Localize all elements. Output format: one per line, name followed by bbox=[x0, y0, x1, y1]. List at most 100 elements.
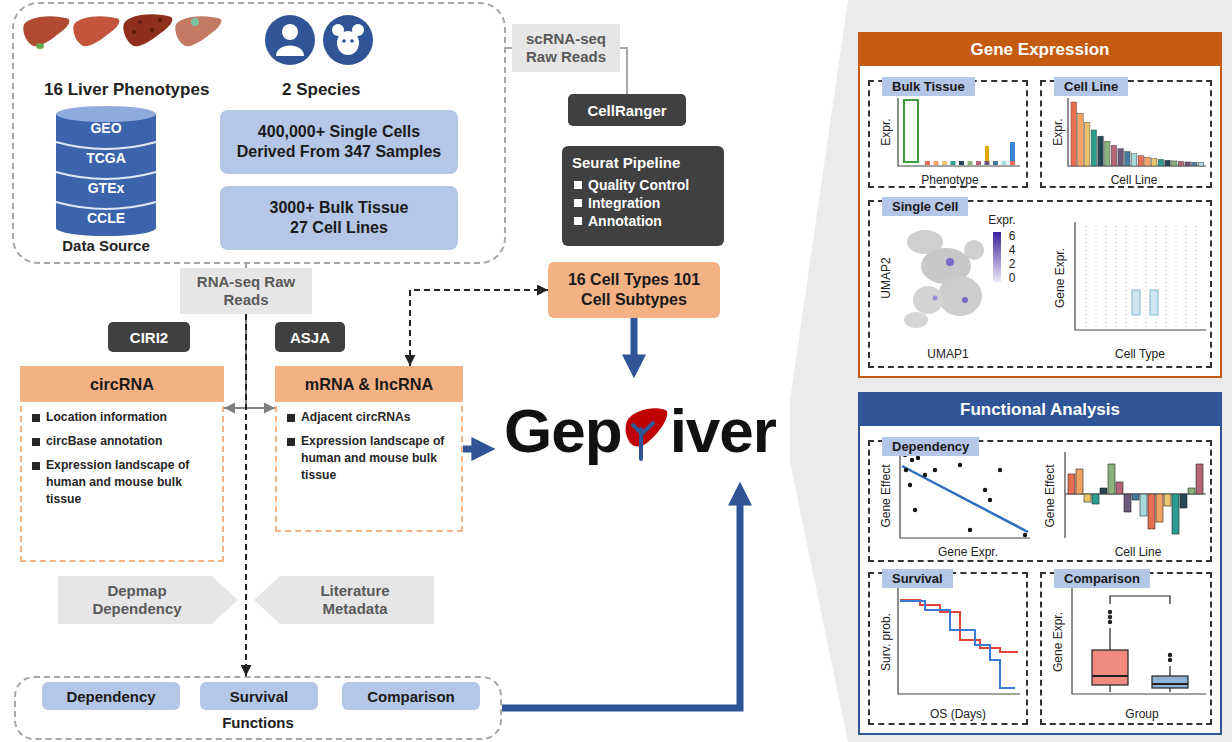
stat-box: 3000+ Bulk Tissue 27 Cell Lines bbox=[220, 186, 458, 250]
mouse-icon bbox=[323, 15, 373, 65]
side-band bbox=[790, 0, 1232, 742]
mini-box bbox=[968, 161, 973, 165]
bar bbox=[1111, 145, 1117, 166]
shape-circle bbox=[946, 258, 954, 266]
label-text: Dependency bbox=[66, 688, 155, 705]
shape-path bbox=[900, 452, 1030, 538]
bullet-item: circBase annotation bbox=[30, 433, 214, 450]
feature-panel: Gene ExpressionBulk TissueExpr.Phenotype… bbox=[858, 32, 1222, 378]
bar bbox=[1196, 464, 1203, 494]
feature-panel: Functional AnalysisDependencyGene Effect… bbox=[858, 392, 1222, 735]
axis-label: 0 bbox=[1009, 271, 1016, 285]
axis-title: Expr. bbox=[879, 118, 893, 145]
panel-ground bbox=[858, 32, 1222, 378]
input-arrow: Depmap Dependency bbox=[58, 576, 238, 624]
shape-circle bbox=[150, 28, 154, 32]
axis-title: UMAP2 bbox=[879, 257, 893, 298]
tool-box: CIRI2 bbox=[108, 322, 190, 352]
shape-circle bbox=[1108, 620, 1111, 623]
shape-line bbox=[902, 466, 1028, 532]
dependency-bars bbox=[1068, 464, 1203, 534]
bar bbox=[1076, 469, 1083, 494]
guide-line bbox=[1186, 226, 1187, 329]
bar bbox=[1178, 161, 1184, 166]
label-text: 400,000+ Single Cells Derived From 347 S… bbox=[230, 122, 448, 162]
shape-use bbox=[175, 16, 221, 46]
dot bbox=[933, 468, 937, 472]
shape-use bbox=[73, 16, 119, 46]
shape-path bbox=[900, 601, 1015, 688]
region-title: Functions bbox=[16, 714, 500, 731]
bar bbox=[1132, 494, 1139, 500]
label-text: CellRanger bbox=[587, 102, 666, 119]
dot bbox=[908, 483, 912, 487]
function-box: Comparison bbox=[342, 682, 480, 710]
bar bbox=[1164, 494, 1171, 506]
label-text: CIRI2 bbox=[130, 329, 168, 346]
cellline-chart bbox=[1068, 98, 1206, 166]
dot bbox=[998, 468, 1002, 472]
mini-box bbox=[959, 161, 964, 165]
mini-box bbox=[993, 161, 998, 165]
panel-ground bbox=[858, 392, 1222, 735]
shape-path bbox=[900, 600, 1018, 652]
chart-panel: ComparisonGene Expr.Group bbox=[1040, 572, 1212, 725]
database-name: CCLE bbox=[46, 210, 166, 226]
pipeline-box: Seurat PipelineQuality ControlIntegratio… bbox=[562, 146, 724, 246]
shape-circle bbox=[158, 18, 162, 22]
shape-path bbox=[1064, 452, 1065, 538]
mini-box bbox=[925, 161, 930, 165]
bar bbox=[1105, 141, 1111, 166]
label-text: scRNA-seq Raw Reads bbox=[520, 30, 612, 66]
shape-rect bbox=[1010, 142, 1015, 164]
axis-label: 4 bbox=[1009, 243, 1016, 257]
dot bbox=[904, 468, 908, 472]
shape-rect bbox=[1132, 290, 1140, 315]
shape-g bbox=[224, 48, 740, 708]
shape-rect bbox=[1092, 650, 1128, 685]
bar bbox=[1165, 160, 1171, 166]
label-text: ASJA bbox=[290, 329, 330, 346]
shape-polygon bbox=[58, 576, 238, 624]
bullet-item: Adjacent circRNAs bbox=[285, 409, 453, 426]
shape-ellipse bbox=[913, 286, 943, 314]
data-section: circRNALocation informationcircBase anno… bbox=[20, 366, 224, 562]
panel-title: Gene Expression bbox=[860, 34, 1220, 66]
connector bbox=[224, 314, 246, 408]
mini-box bbox=[985, 161, 990, 165]
bullet-item: Expression landscape of human and mouse … bbox=[285, 433, 453, 484]
axis-label: Cell Type bbox=[1115, 347, 1165, 361]
bar bbox=[1138, 156, 1144, 166]
database-name: GTEx bbox=[46, 180, 166, 196]
mini-box bbox=[951, 161, 956, 165]
function-box: Dependency bbox=[42, 682, 180, 710]
liver-logo-icon bbox=[623, 399, 669, 461]
guide-line bbox=[1176, 226, 1177, 329]
flow-arrow bbox=[463, 446, 481, 453]
shape-use bbox=[123, 14, 172, 46]
shape-circle bbox=[342, 39, 346, 43]
liver-icons bbox=[23, 14, 221, 49]
source-region: 16 Liver Phenotypes2 SpeciesGEOTCGAGTExC… bbox=[12, 2, 506, 264]
shape-circle bbox=[1108, 615, 1111, 618]
shape-circle bbox=[282, 24, 298, 40]
bar bbox=[1108, 464, 1115, 494]
bar bbox=[1131, 154, 1137, 166]
dot bbox=[913, 508, 917, 512]
shape-path bbox=[1152, 683, 1188, 685]
axis-label: Phenotype bbox=[921, 173, 978, 187]
bar bbox=[1172, 494, 1179, 534]
guide-line bbox=[1116, 226, 1117, 329]
guide-line bbox=[1166, 226, 1167, 329]
data-section: mRNA & lncRNAAdjacent circRNAsExpression… bbox=[275, 366, 463, 532]
dot bbox=[923, 473, 927, 477]
bar bbox=[1092, 494, 1099, 504]
bar bbox=[1071, 102, 1077, 166]
bullet-item: Integration bbox=[572, 194, 714, 212]
axis-label: UMAP1 bbox=[927, 347, 968, 361]
bar bbox=[1192, 162, 1198, 166]
mini-box bbox=[942, 161, 947, 165]
label-text: Depmap Dependency bbox=[70, 582, 204, 618]
shape-circle bbox=[350, 39, 354, 43]
violin-plot bbox=[1075, 222, 1206, 330]
